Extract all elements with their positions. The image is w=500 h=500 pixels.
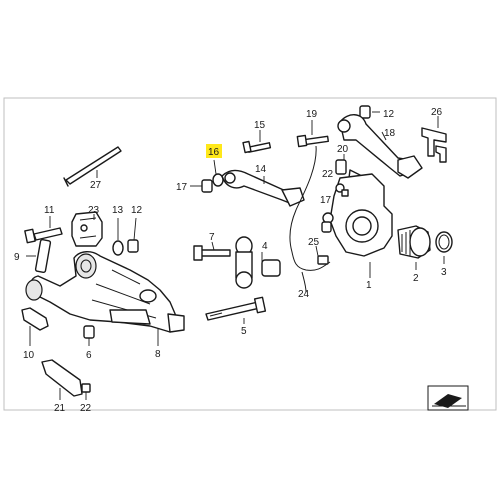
part-25-sensor [315,245,329,265]
part-5-long-bolt [205,296,267,324]
orientation-arrow-icon [427,385,469,411]
callout-10: 10 [23,350,35,361]
callout-22: 22 [80,403,92,414]
callout-3: 3 [441,267,447,278]
callout-9: 9 [14,252,20,263]
part-12-nut-lower [127,217,139,253]
callout-12: 12 [383,109,395,120]
part-7-bolt [193,241,231,261]
callout-22: 22 [322,169,334,180]
part-21-plate [41,359,83,400]
callout-16-highlight [206,144,222,158]
callout-17: 17 [176,182,188,193]
part-27-rod [63,146,122,187]
callout-21: 21 [54,403,66,414]
diagram-frame [3,97,497,411]
callout-20: 20 [337,144,349,155]
callout-26: 26 [431,107,443,118]
part-17-nut-upper [190,179,213,193]
part-3-ring [435,231,453,264]
callout-8: 8 [155,349,161,360]
part-8-subframe [25,251,185,346]
part-6-nut [83,325,95,346]
sensor-wire-lower [301,271,307,293]
part-22-screw [81,383,91,400]
callout-2: 2 [413,273,419,284]
sensor-wire [289,145,331,271]
callout-12: 12 [131,205,143,216]
part-13-washer [112,218,124,256]
callout-27: 27 [90,180,102,191]
callout-16: 16 [208,147,220,158]
callout-1: 1 [366,280,372,291]
part-1-wheel-carrier [322,173,393,278]
callout-25: 25 [308,237,320,248]
callout-11: 11 [44,205,55,216]
callout-19: 19 [306,109,318,120]
callout-24: 24 [298,289,310,300]
callout-13: 13 [112,205,124,216]
part-16-washer [212,159,224,187]
callout-7: 7 [209,232,215,243]
part-23-bracket [71,211,103,247]
part-14-link-arm [221,169,305,207]
callout-15: 15 [254,120,266,131]
part-22-small [341,189,349,197]
part-4-link [235,236,281,289]
part-12-nut-top [359,105,380,119]
callout-23: 23 [88,205,100,216]
part-26-bracket [421,116,447,163]
part-15-bolt [242,130,272,154]
part-11-bolt [24,216,63,244]
part-9-bushing [26,238,52,274]
callout-14: 14 [255,164,267,175]
callout-5: 5 [241,326,247,337]
part-17-nut-lower [321,221,332,233]
callout-18: 18 [384,128,396,139]
part-2-drive-flange [397,225,431,270]
part-10-bracket [21,307,49,346]
part-19-bolt [296,120,330,148]
callout-6: 6 [86,350,92,361]
callout-17: 17 [320,195,332,206]
part-18-upper-arm [337,114,423,179]
callout-4: 4 [262,241,268,252]
